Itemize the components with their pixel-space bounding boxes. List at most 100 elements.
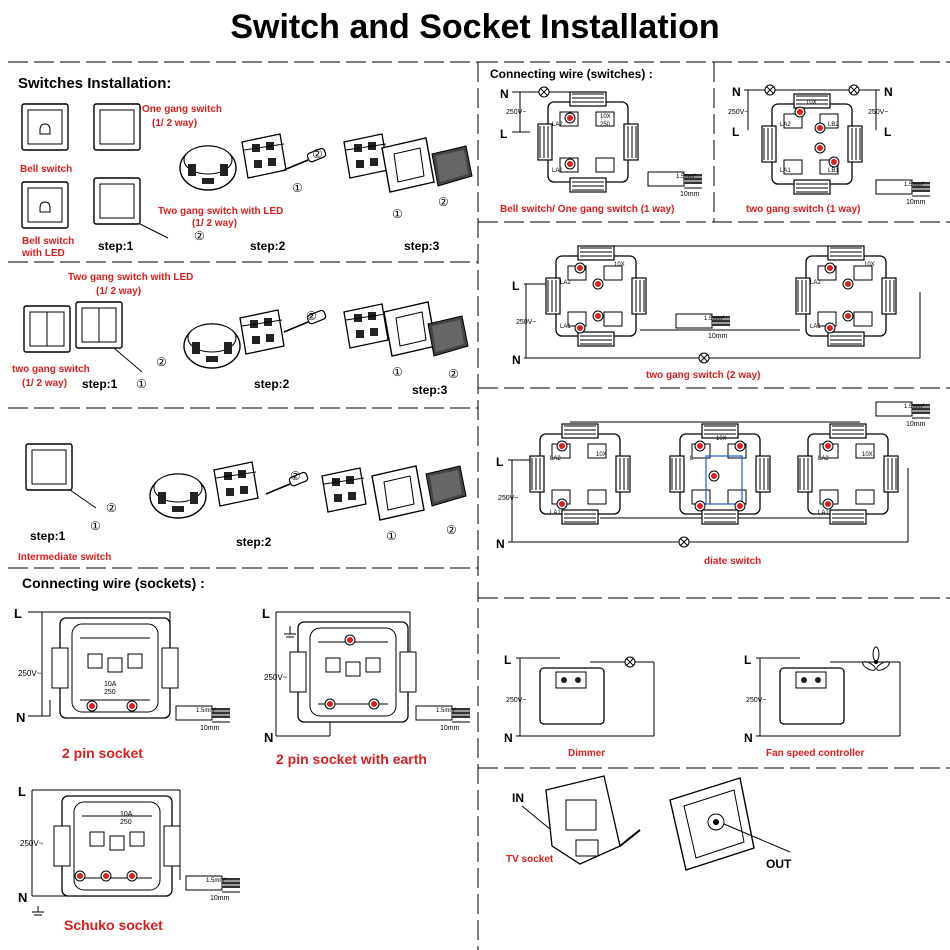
two-gang-led-label-2: (1/ 2 way): [192, 218, 237, 229]
wiring-two-gang-2way: L N 250V~ LA2 LA1 LA2 LA1 10X 10X 1.5mm²…: [512, 245, 921, 367]
rating-label: 10A: [120, 811, 133, 818]
two-pin-socket: L N 250V~ 10A 250 1.5mm² 10mm: [14, 606, 231, 732]
step2-row1: step:2: [250, 239, 286, 253]
wire-length: 10mm: [440, 725, 460, 732]
intermediate-label: Intermediate switch: [18, 552, 111, 563]
terminal-la1: LA1: [560, 324, 571, 330]
two-gang-led-row2-1: Two gang switch with LED: [68, 272, 193, 283]
marker-1: ①: [386, 529, 397, 543]
two-pin-earth-label: 2 pin socket with earth: [276, 751, 427, 767]
marker-1: ①: [392, 365, 403, 379]
diate-label: diate switch: [704, 556, 761, 567]
terminal-la1: LA1: [550, 510, 561, 516]
bell-led-label-2: with LED: [21, 248, 65, 259]
step2-row3: step:2: [236, 535, 272, 549]
terminal-L: L: [512, 279, 519, 293]
voltage-label: 250V~: [498, 495, 518, 502]
terminal-N: N: [500, 87, 509, 101]
terminal-la1: LA1: [780, 168, 791, 174]
marker-2: ②: [156, 355, 167, 369]
fan-label: Fan speed controller: [766, 748, 864, 759]
sockets-heading: Connecting wire (sockets) :: [22, 575, 205, 591]
bell-switch-label: Bell switch: [20, 164, 72, 175]
rating-label: 10X: [596, 452, 607, 458]
marker-1: ①: [136, 377, 147, 391]
marker-2: ②: [312, 147, 323, 161]
voltage-label: 250V~: [264, 673, 288, 682]
terminal-la1: LA1: [552, 168, 563, 174]
two-gang-2way-label: two gang switch (2 way): [646, 370, 760, 381]
rating-label: 10X: [806, 100, 817, 106]
rating-label: 10X: [614, 262, 625, 268]
two-gang-label-2: (1/ 2 way): [22, 378, 67, 389]
one-gang-label-2: (1/ 2 way): [152, 118, 197, 129]
terminal-L: L: [744, 653, 751, 667]
rating-label: 250: [600, 122, 611, 128]
rating-label: 10X: [716, 436, 727, 442]
marker-2: ②: [448, 367, 459, 381]
wiring-diate: L N 250V~ LA2 LA1 L LA2 LA1 10X 10X 10X …: [496, 401, 931, 551]
bell-icon: [39, 123, 51, 135]
marker-1: ①: [90, 519, 101, 533]
terminal-N: N: [16, 710, 25, 725]
wiring-bell-one-gang: N L 250V~ LA2 LA1 10X 250 1.5mm² 10mm: [500, 86, 703, 198]
two-gang-led-label-1: Two gang switch with LED: [158, 206, 283, 217]
wiring-dimmer: L N 250V~: [504, 653, 655, 745]
voltage-label: 250V~: [506, 697, 526, 704]
wire-size: 1.5mm²: [196, 708, 216, 714]
terminal-L: L: [496, 455, 503, 469]
step2-row2: step:2: [254, 377, 290, 391]
wire-size: 1.5mm²: [676, 174, 696, 180]
wiring-heading: Connecting wire (switches) :: [490, 67, 653, 81]
marker-2: ②: [306, 309, 317, 323]
bell-led-icon: [39, 201, 51, 213]
terminal-N: N: [732, 85, 741, 99]
step3-row1: step:3: [404, 239, 440, 253]
two-gang-1way-label: two gang switch (1 way): [746, 204, 860, 215]
terminal-N: N: [744, 731, 753, 745]
terminal-la2: LA2: [552, 122, 563, 128]
earth-icon: [284, 626, 296, 638]
rating-label: 10X: [864, 262, 875, 268]
terminal-N: N: [496, 537, 505, 551]
terminal-la2: LA2: [780, 122, 791, 128]
bell-one-gang-label: Bell switch/ One gang switch (1 way): [500, 204, 674, 215]
step1-row3: step:1: [30, 529, 66, 543]
terminal-L: L: [18, 784, 26, 799]
rating-label: 250: [104, 689, 116, 696]
step1-row1: step:1: [98, 239, 134, 253]
marker-2: ②: [106, 501, 117, 515]
rating-label: 10X: [600, 114, 611, 120]
marker-2: ②: [194, 229, 205, 243]
voltage-label: 250V~: [18, 669, 42, 678]
terminal-L: L: [262, 606, 270, 621]
page-title: Switch and Socket Installation: [230, 8, 720, 46]
tv-in-label: IN: [512, 791, 524, 805]
wire-length: 10mm: [906, 199, 926, 206]
tv-label: TV socket: [506, 854, 554, 865]
terminal-N: N: [504, 731, 513, 745]
voltage-label: 250V~: [728, 109, 748, 116]
two-pin-earth-socket: L N 250V~ 1.5mm² 10mm: [262, 606, 471, 745]
marker-1: ①: [392, 207, 403, 221]
rating-label: 250: [120, 819, 132, 826]
earth-icon: [32, 906, 44, 916]
terminal-L: L: [504, 653, 511, 667]
wire-length: 10mm: [210, 895, 230, 902]
terminal-la2: LA2: [550, 456, 561, 462]
step3-row2: step:3: [412, 383, 448, 397]
terminal-la2: LA2: [818, 456, 829, 462]
terminal-L: L: [500, 127, 507, 141]
wire-length: 10mm: [200, 725, 220, 732]
dimmer-label: Dimmer: [568, 748, 605, 759]
two-gang-label-1: two gang switch: [12, 364, 90, 375]
two-pin-label: 2 pin socket: [62, 745, 143, 761]
marker-1: ①: [292, 181, 303, 195]
one-gang-label-1: One gang switch: [142, 104, 222, 115]
wire-size: 1.5mm²: [904, 182, 924, 188]
terminal-la1: LA1: [810, 324, 821, 330]
terminal-N: N: [884, 85, 893, 99]
wire-length: 10mm: [906, 421, 926, 428]
wire-size: 1.5mm²: [904, 404, 924, 410]
terminal-L: L: [14, 606, 22, 621]
